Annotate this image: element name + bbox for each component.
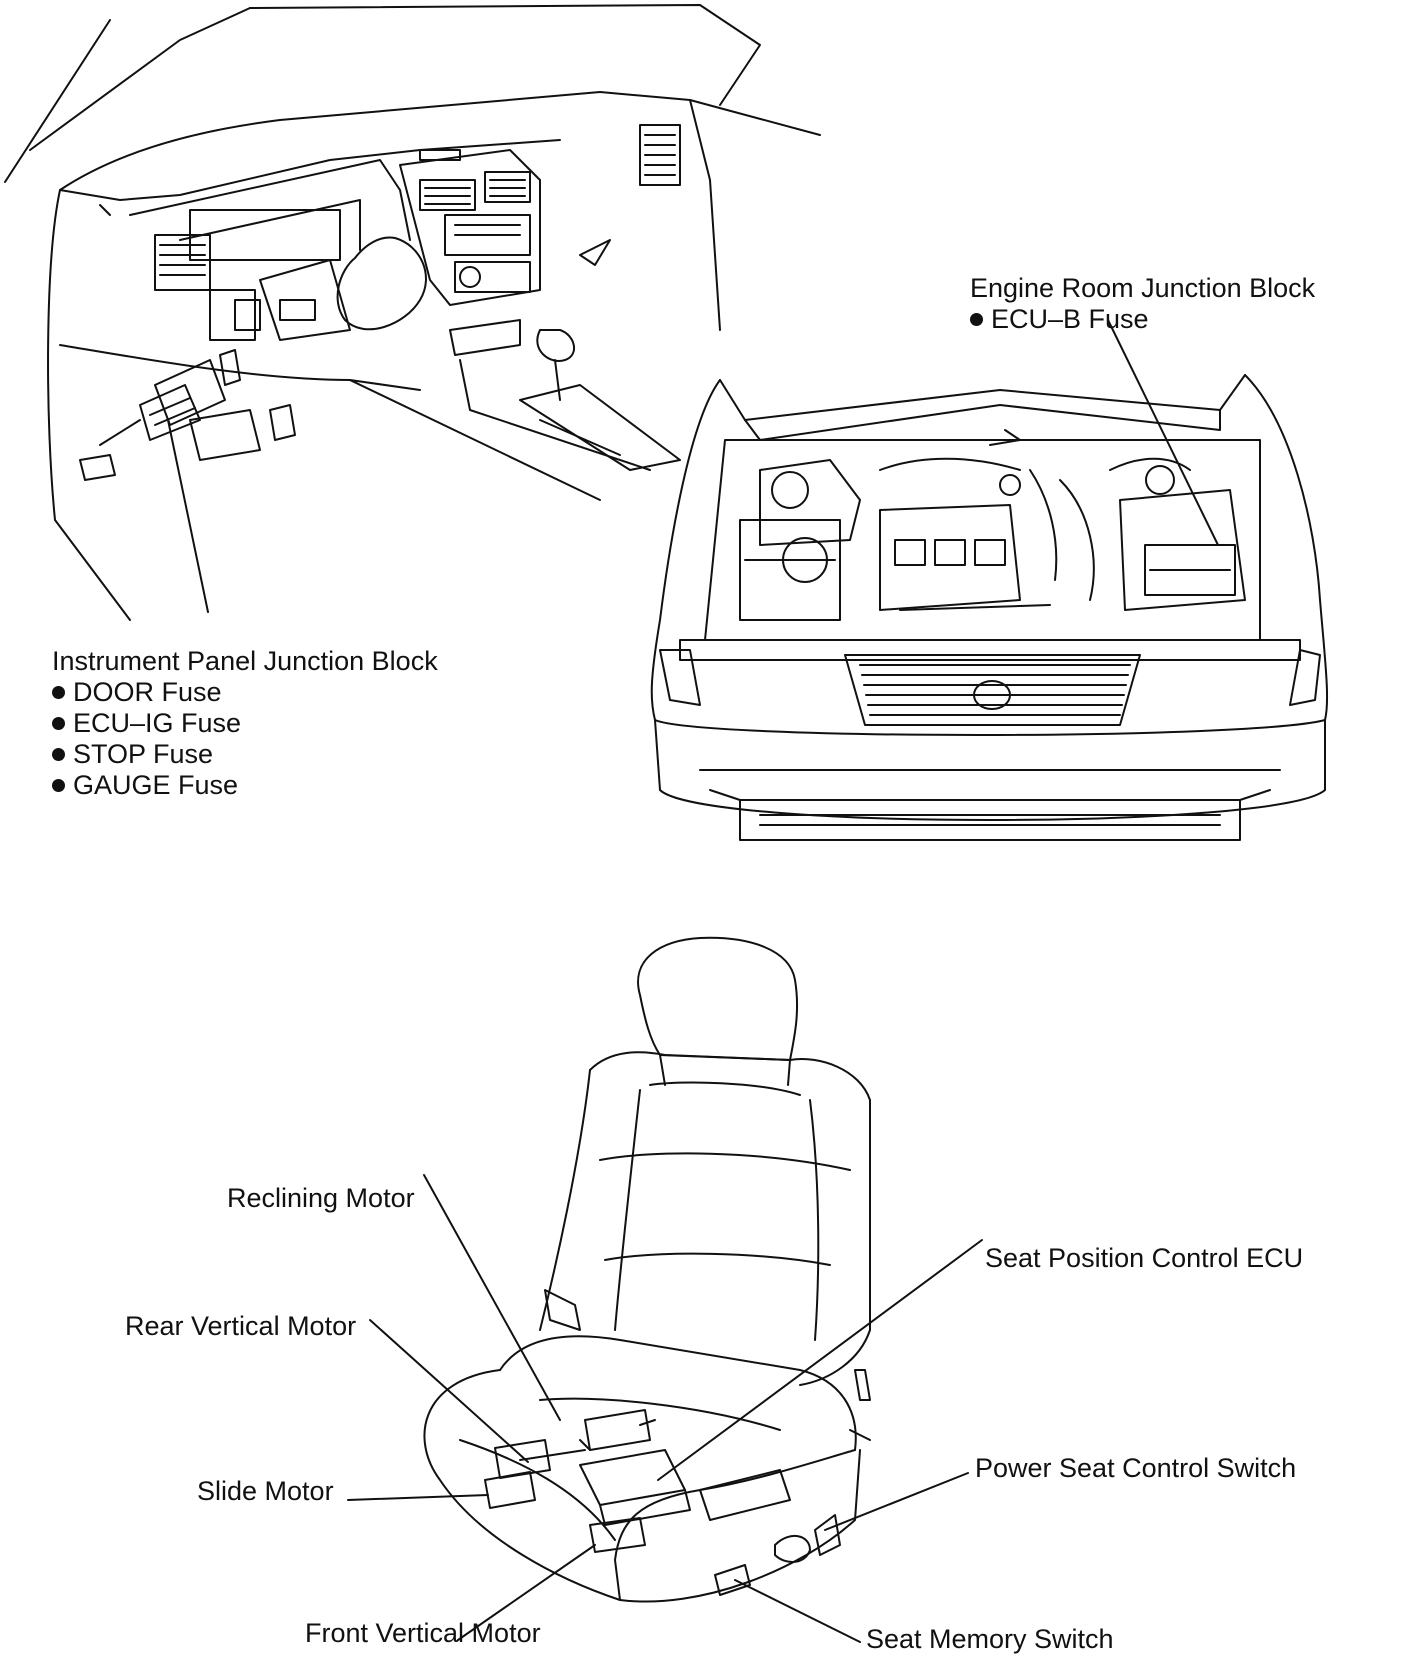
leader-front-vertical-motor (457, 1544, 596, 1641)
leader-power-seat-control-switch (824, 1472, 969, 1531)
rear-vertical-motor-label: Rear Vertical Motor (125, 1311, 357, 1341)
dashboard-illustration (4, 4, 821, 621)
bullet-icon (52, 779, 65, 792)
instrument-panel-junction-block-title: Instrument Panel Junction Block (52, 646, 438, 676)
engine-room-junction-block-title: Engine Room Junction Block (970, 273, 1316, 303)
reclining-motor-label: Reclining Motor (227, 1183, 415, 1213)
slide-motor-label: Slide Motor (197, 1476, 334, 1506)
fuse-label: ECU–B Fuse (991, 304, 1149, 334)
engine-room-fuse-list: ECU–B Fuse (970, 304, 1149, 335)
bullet-icon (52, 717, 65, 730)
fuse-item: ECU–B Fuse (970, 304, 1149, 335)
leader-instrument-panel-junction-block (167, 419, 209, 613)
fuse-label: ECU–IG Fuse (73, 708, 242, 738)
fuse-item: GAUGE Fuse (52, 770, 241, 801)
leader-seat-position-control-ecu (657, 1239, 983, 1481)
leader-rear-vertical-motor (369, 1319, 529, 1463)
engine-room-illustration (650, 374, 1329, 841)
leader-reclining-motor (423, 1174, 561, 1421)
instrument-panel-fuse-list: DOOR Fuse ECU–IG Fuse STOP Fuse GAUGE Fu… (52, 677, 241, 801)
front-vertical-motor-label: Front Vertical Motor (305, 1618, 541, 1648)
leader-engine-room-junction-block (1107, 319, 1219, 546)
seat-position-control-ecu-label: Seat Position Control ECU (985, 1243, 1304, 1273)
seat-illustration (423, 936, 871, 1603)
bullet-icon (52, 686, 65, 699)
leader-slide-motor (347, 1494, 489, 1501)
power-seat-control-switch-label: Power Seat Control Switch (975, 1453, 1297, 1483)
leader-seat-memory-switch (734, 1579, 861, 1643)
fuse-label: DOOR Fuse (73, 677, 222, 707)
fuse-item: DOOR Fuse (52, 677, 241, 708)
seat-memory-switch-label: Seat Memory Switch (866, 1624, 1114, 1654)
bullet-icon (52, 748, 65, 761)
fuse-label: GAUGE Fuse (73, 770, 239, 800)
bullet-icon (970, 313, 983, 326)
fuse-item: ECU–IG Fuse (52, 708, 241, 739)
fuse-item: STOP Fuse (52, 739, 241, 770)
fuse-label: STOP Fuse (73, 739, 214, 769)
